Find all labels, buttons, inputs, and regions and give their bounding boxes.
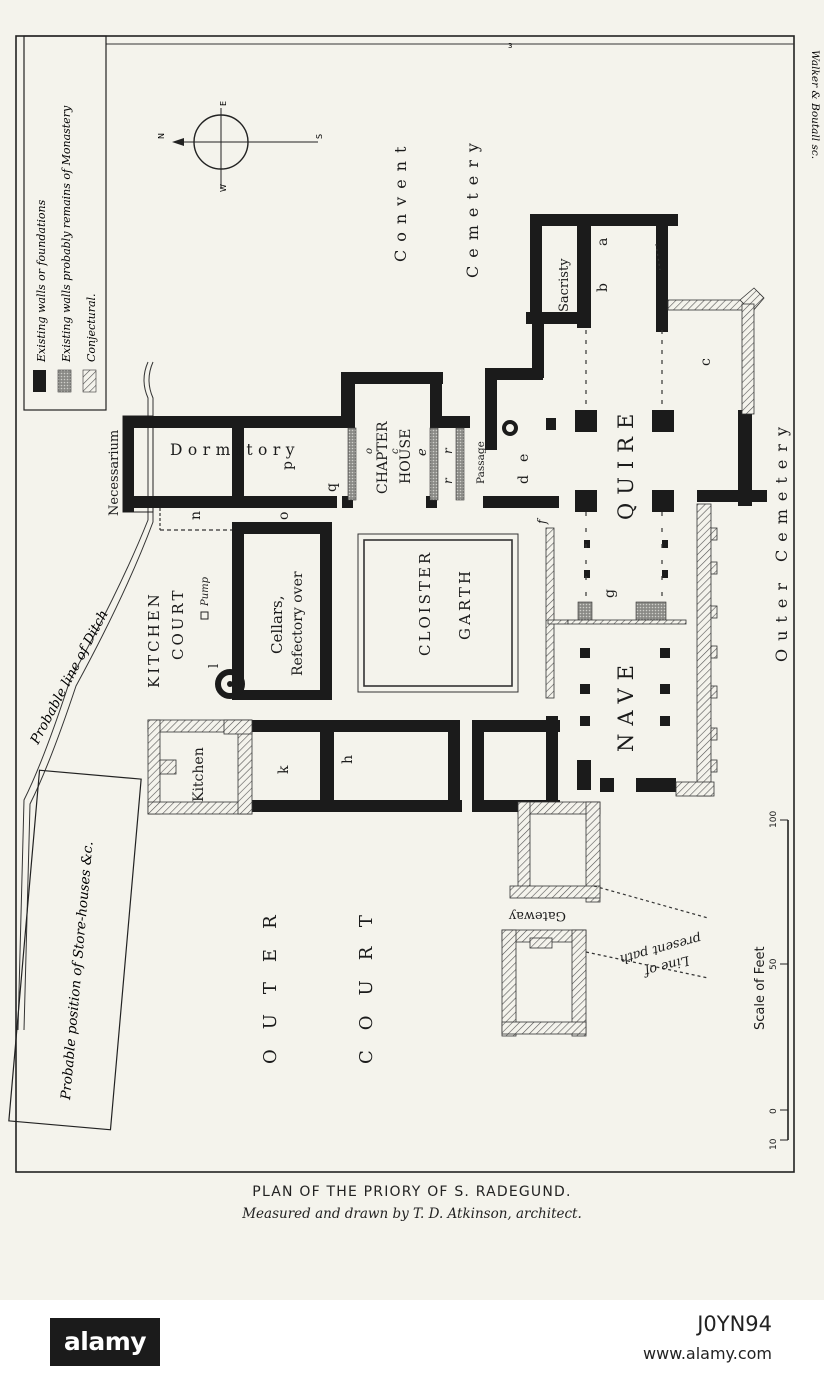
key-letter-e-2: e [415,448,430,456]
key-letter-k: k [276,765,292,774]
legend-label-stipple: Existing walls probably remains of Monas… [60,105,73,363]
pump-label: Pump [200,576,211,607]
map-frame [15,35,795,1173]
outer-cemetery-label: Outer Cemetery [772,419,791,662]
key-letter-o-small: o [364,448,375,454]
cellars-label-2: Refectory over [290,571,306,676]
pump-icon [200,611,209,620]
cloister-garth [357,533,519,693]
legend-label-hatched: Conjectural. [85,293,98,362]
key-letter-h: h [340,755,356,764]
key-letter-c: c [698,358,714,366]
key-letter-l: l [207,664,222,668]
cloister-label: CLOISTER [416,550,434,656]
store-houses-box: Probable position of Store-houses &c. [8,769,142,1131]
legend-swatch-solid [33,370,46,392]
cemetery-inner-label: Cemetery [463,135,482,278]
ditch-line [17,361,154,1031]
key-letter-p: p [280,461,296,470]
stock-footer: alamy J0YN94 www.alamy.com [0,1300,824,1390]
conjectural-walls [147,287,765,1037]
stock-image-id: J0YN94 [697,1312,772,1336]
kitchen-court-label-1: KITCHEN [145,591,163,688]
compass-north-arrow-icon [172,138,184,146]
compass-s: S [315,134,324,139]
dormitory-label: Dormitory [170,441,300,459]
compass-w: W [219,184,228,192]
key-letter-g: g [602,589,618,598]
convent-label: Convent [391,139,410,262]
gateway-label: Gateway [508,908,566,923]
key-letter-o: o [276,512,292,520]
existing-walls [122,214,767,812]
key-letter-f: f [535,517,549,525]
garth-label-bound: GARTH [456,568,474,640]
sheet-number: 3 [508,42,512,50]
kitchen-label: Kitchen [191,747,207,802]
legend-swatch-hatched [82,369,97,393]
key-letter-q: q [324,483,340,492]
scale-bar [780,819,789,1141]
quire-label: QUIRE [614,406,638,520]
key-letter-r-2: r [441,477,455,484]
legend-label-solid: Existing walls or foundations [35,199,48,363]
store-houses-label: Probable position of Store-houses &c. [58,841,97,1102]
plan-subtitle: Measured and drawn by T. D. Atkinson, ar… [242,1206,582,1222]
key-letter-n: n [188,511,204,520]
key-letter-c-small: c [390,448,401,454]
scale-tick-100: 100 [769,811,779,828]
passage-label: Passage [475,441,487,484]
kitchen-court-label-2: COURT [169,588,187,660]
necessarium-label: Necessarium [107,430,122,516]
key-letter-a: a [595,238,611,246]
key-letter-e-1: e [516,454,532,462]
nave-label: NAVE [614,657,638,752]
dashed-lines [159,243,709,979]
priory-plan-map: Existing walls or foundations Existing w… [8,35,821,1173]
scale-tick-50: 50 [769,958,779,970]
compass-n: N [157,133,166,139]
scale-tick-0: 0 [769,1108,779,1114]
chapter-house-label-2: HOUSE [398,429,414,484]
outer-court-label-2: COURT [356,895,377,1064]
cellars-label-1: Cellars, [268,595,286,654]
legend: Existing walls or foundations Existing w… [23,35,107,411]
key-letter-r-1: r [441,447,455,454]
chapter-house-label-1: CHAPTER [375,421,391,494]
compass-e: E [219,101,228,106]
stock-url[interactable]: www.alamy.com [643,1344,772,1363]
engraver-credit: Walker & Boutall sc. [809,50,821,159]
ditch-label: Probable line of Ditch [27,607,112,747]
plan-title: PLAN OF THE PRIORY OF S. RADEGUND. [252,1184,572,1200]
key-letter-b: b [595,283,611,292]
scale-tick-10: 10 [769,1138,779,1150]
outer-court-label-1: OUTER [260,895,281,1064]
scale-title: Scale of Feet [753,946,768,1030]
key-letter-d: d [516,475,532,484]
compass-rose: N E S W [157,101,324,192]
stock-logo[interactable]: alamy [50,1318,160,1366]
legend-swatch-stipple [57,369,72,393]
basin-icons [227,420,518,687]
sacristy-label: Sacristy [557,258,572,312]
